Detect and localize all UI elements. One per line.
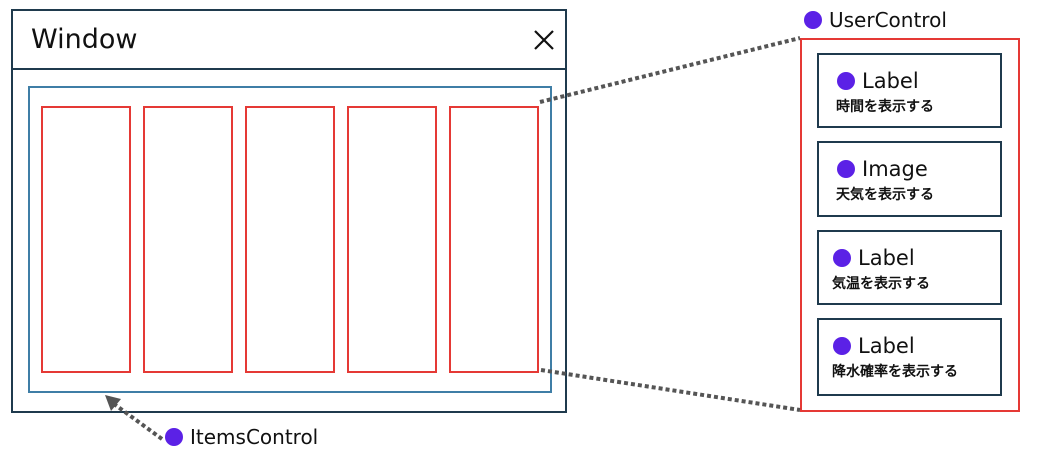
card-label-temperature: Label 気温を表示する xyxy=(817,230,1002,305)
card-image-weather: Image 天気を表示する xyxy=(817,141,1002,217)
card-title: Image xyxy=(837,156,928,182)
items-control-label: ItemsControl xyxy=(165,425,318,449)
card-title-text: Label xyxy=(858,334,915,358)
card-title: Label xyxy=(837,68,919,94)
card-title-text: Image xyxy=(862,157,928,181)
window-frame: Window xyxy=(11,9,567,413)
item-rect-5 xyxy=(449,106,539,373)
card-description: 気温を表示する xyxy=(832,276,930,292)
items-control-box xyxy=(28,86,552,393)
card-description: 降水確率を表示する xyxy=(832,364,958,380)
bullet-dot-icon xyxy=(837,72,855,90)
arrow-head-icon xyxy=(105,395,121,411)
bullet-dot-icon xyxy=(833,337,851,355)
user-control-label: UserControl xyxy=(804,8,947,32)
window-title: Window xyxy=(31,24,138,55)
bullet-dot-icon xyxy=(165,428,183,446)
window-titlebar: Window xyxy=(13,11,565,70)
bullet-dot-icon xyxy=(833,249,851,267)
user-control-label-text: UserControl xyxy=(829,8,947,32)
card-title-text: Label xyxy=(858,246,915,270)
item-rect-1 xyxy=(41,106,131,373)
card-label-time: Label 時間を表示する xyxy=(817,53,1002,128)
bullet-dot-icon xyxy=(804,11,822,29)
card-title: Label xyxy=(833,245,915,271)
user-control-box xyxy=(800,38,1020,412)
card-title: Label xyxy=(833,333,915,359)
close-icon[interactable] xyxy=(530,26,558,54)
item-rect-2 xyxy=(143,106,233,373)
card-description: 時間を表示する xyxy=(836,99,934,115)
card-description: 天気を表示する xyxy=(836,187,934,203)
card-label-precipitation: Label 降水確率を表示する xyxy=(817,318,1002,396)
connector-bottom xyxy=(540,368,801,412)
card-title-text: Label xyxy=(862,69,919,93)
connector-top xyxy=(539,36,801,104)
connector-items-control xyxy=(112,402,164,441)
item-rect-4 xyxy=(347,106,437,373)
bullet-dot-icon xyxy=(837,160,855,178)
items-control-label-text: ItemsControl xyxy=(190,425,319,449)
item-rect-3 xyxy=(245,106,335,373)
